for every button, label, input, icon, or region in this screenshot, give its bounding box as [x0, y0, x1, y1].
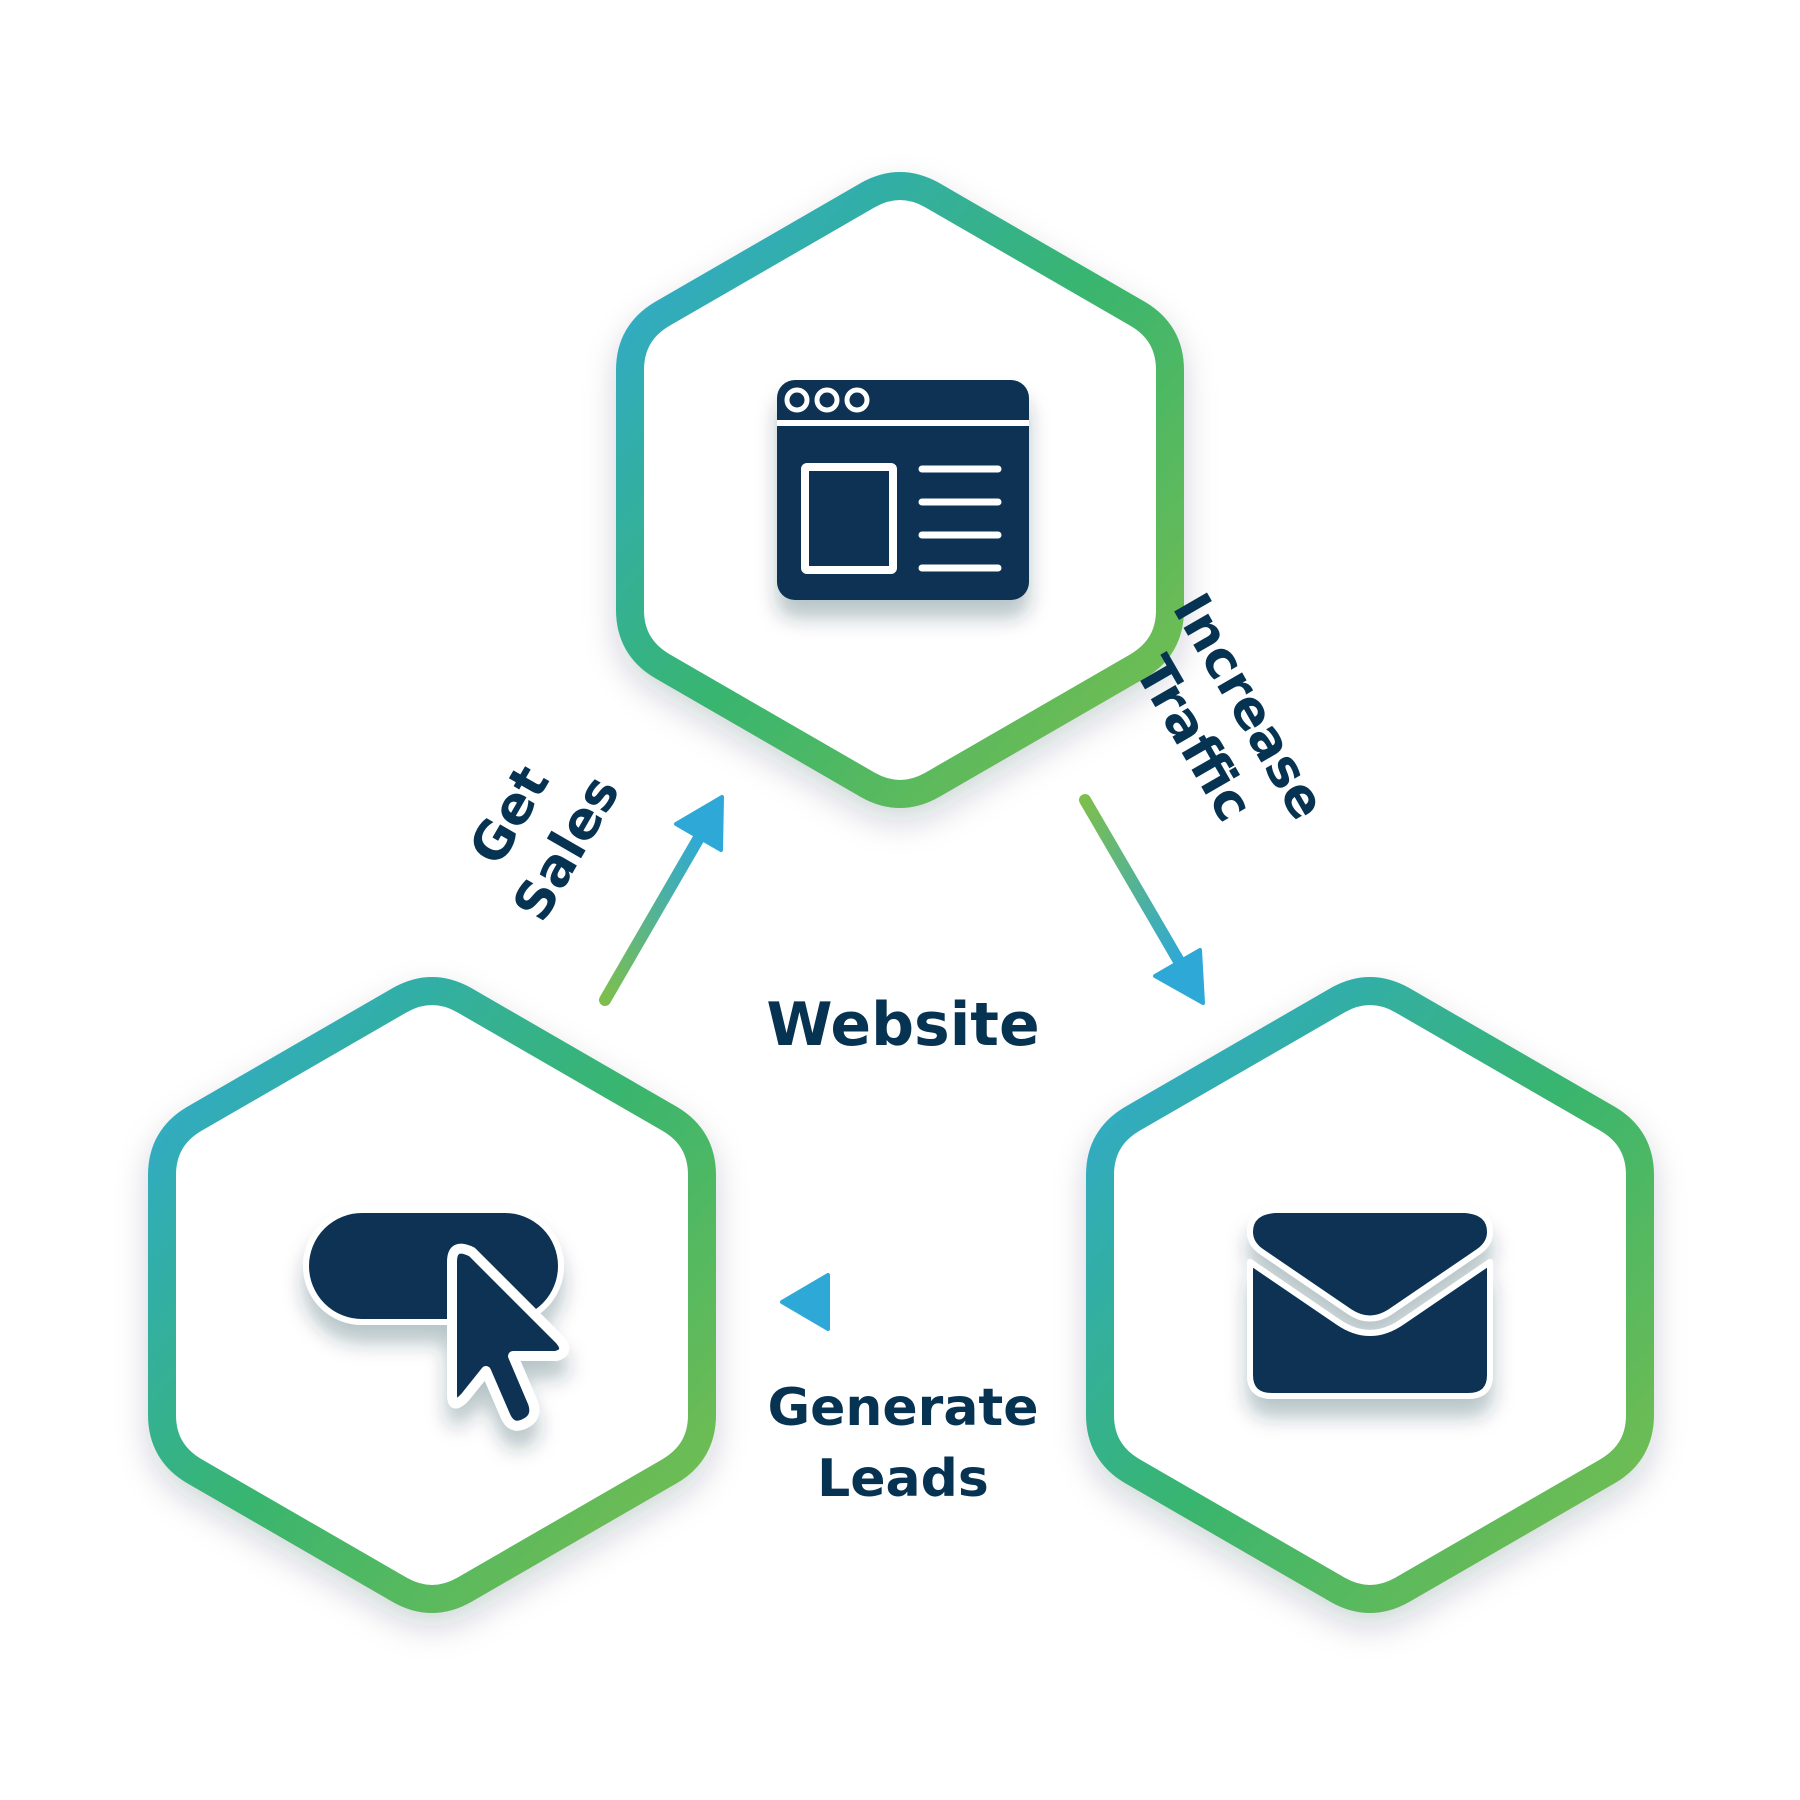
browser-window-icon [777, 380, 1029, 600]
website-node [616, 172, 1184, 808]
cursor-click-button-icon [303, 1207, 570, 1431]
email-node [1086, 977, 1654, 1613]
increase-traffic-arrow [1079, 794, 1205, 1005]
get-sales-label: Get Sales [458, 756, 632, 931]
generate-leads-arrow [780, 1273, 1026, 1331]
get-sales-arrow [599, 795, 724, 1006]
envelope-icon [1247, 1207, 1493, 1399]
click-node [148, 977, 716, 1613]
generate-leads-line-2: Leads [817, 1449, 989, 1509]
center-label: Website [766, 990, 1039, 1060]
generate-leads-line-1: Generate [767, 1378, 1038, 1438]
